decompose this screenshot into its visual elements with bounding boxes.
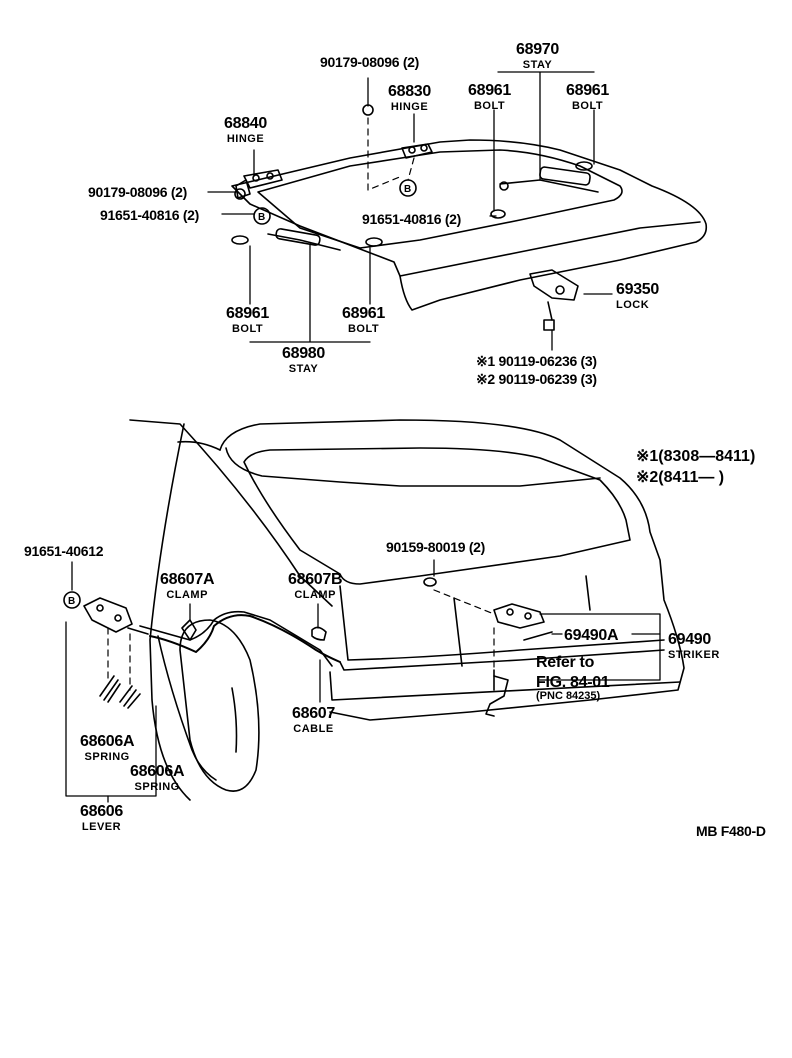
bottom-dashed <box>107 589 495 691</box>
lever-68606-part <box>83 597 149 635</box>
label-striker-69490: 69490 STRIKER <box>668 632 720 661</box>
label-bolt-91651-40816-mid: 91651-40816 (2) <box>362 211 462 227</box>
striker-part <box>423 577 553 717</box>
label-striker-69490a: 69490A <box>564 627 619 644</box>
cable-68607-number: 68607 <box>292 705 335 722</box>
circle-b-glyphs: B B <box>258 184 411 223</box>
stay-68980-number: 68980 <box>282 345 325 362</box>
back-door-panel <box>231 139 708 311</box>
label-spring-68606a-b: 68606A SPRING <box>130 763 185 793</box>
label-hinge-68830: 68830 HINGE <box>388 84 431 113</box>
spring-b-number: 68606A <box>130 763 185 780</box>
label-refer-to: Refer to <box>536 654 595 671</box>
clamp-68607b-name: CLAMP <box>294 589 336 601</box>
label-fig-ref: FIG. 84-01 <box>536 674 610 691</box>
hinge-68840-part <box>235 169 283 199</box>
label-spring-68606a-a: 68606A SPRING <box>80 733 135 763</box>
spring-b-name: SPRING <box>134 781 180 793</box>
hinge-68830-part <box>401 143 433 159</box>
bolt-68961-b-name: BOLT <box>571 100 604 112</box>
bolt-68961-d-name: BOLT <box>347 323 380 335</box>
label-bolt-68961-d: 68961 BOLT <box>342 306 385 335</box>
stay-68980-part <box>267 228 341 251</box>
clamps-part <box>181 619 327 641</box>
striker-69490-name: STRIKER <box>668 649 720 661</box>
label-bolt-68961-a: 68961 BOLT <box>468 83 511 112</box>
label-lock-69350: 69350 LOCK <box>616 282 659 311</box>
bolt-68961-a-number: 68961 <box>468 82 511 99</box>
springs-68606a-part <box>99 675 141 709</box>
hinge-68830-number: 68830 <box>388 83 431 100</box>
label-bolt-68961-c: 68961 BOLT <box>226 306 269 335</box>
hinge-68830-name: HINGE <box>390 101 429 113</box>
label-clamp-68607b: 68607B CLAMP <box>288 571 343 601</box>
cable-68607-name: CABLE <box>293 723 334 735</box>
cable-68607-part <box>149 614 341 663</box>
lever-68606-name: LEVER <box>81 821 122 833</box>
hinge-68840-number: 68840 <box>224 115 267 132</box>
bolt-68961-c-name: BOLT <box>231 323 264 335</box>
label-clamp-68607a: 68607A CLAMP <box>160 571 215 601</box>
label-screw-1: ※1 90119-06236 (3) <box>476 353 597 369</box>
legend-line-1: ※1(8308—8411) <box>636 448 756 465</box>
bottom-leaders <box>65 559 661 803</box>
label-bolt-90179-08096-top: 90179-08096 (2) <box>320 54 420 70</box>
stay-68980-name: STAY <box>288 363 319 375</box>
clamp-68607a-name: CLAMP <box>166 589 208 601</box>
label-bolt-91651-40816-left: 91651-40816 (2) <box>100 207 200 223</box>
clamp-68607b-number: 68607B <box>288 571 343 588</box>
top-dashed <box>367 117 415 191</box>
lock-69350-number: 69350 <box>616 281 659 298</box>
label-bolt-68961-b: 68961 BOLT <box>566 83 609 112</box>
svg-text:B: B <box>404 184 411 195</box>
label-stay-68970: 68970 STAY <box>516 42 559 71</box>
label-cable-68607: 68607 CABLE <box>292 706 335 735</box>
clamp-68607a-number: 68607A <box>160 571 215 588</box>
stay-68970-number: 68970 <box>516 41 559 58</box>
label-bolt-90159-80019: 90159-80019 (2) <box>386 539 486 555</box>
label-pnc-ref: (PNC 84235) <box>536 690 601 702</box>
legend-line-2: ※2(8411— ) <box>636 469 725 486</box>
footer-diagram-code: MB F480-D <box>696 823 766 839</box>
bolt-68961-b-number: 68961 <box>566 82 609 99</box>
label-bolt-90179-08096-left: 90179-08096 (2) <box>88 184 188 200</box>
top-leaders <box>207 71 613 351</box>
bolt-68961-d-number: 68961 <box>342 305 385 322</box>
label-bolt-91651-40612: 91651-40612 <box>24 543 104 559</box>
hinge-68840-name: HINGE <box>226 133 265 145</box>
label-screw-2: ※2 90119-06239 (3) <box>476 371 597 387</box>
spring-a-number: 68606A <box>80 733 135 750</box>
label-hinge-68840: 68840 HINGE <box>224 116 267 145</box>
bolt-68961-c-number: 68961 <box>226 305 269 322</box>
vehicle-body <box>129 419 685 801</box>
lock-69350-part <box>529 269 579 331</box>
lever-68606-number: 68606 <box>80 803 123 820</box>
spring-a-name: SPRING <box>84 751 130 763</box>
svg-text:B: B <box>258 212 265 223</box>
circle-b-bottom <box>63 591 81 609</box>
lock-69350-name: LOCK <box>616 299 650 311</box>
circle-b-bottom-glyph: B <box>68 596 75 607</box>
label-lever-68606: 68606 LEVER <box>80 804 123 833</box>
striker-69490-number: 69490 <box>668 631 711 648</box>
label-stay-68980: 68980 STAY <box>282 346 325 375</box>
stay-68970-name: STAY <box>522 59 553 71</box>
svg-text:B: B <box>68 596 75 607</box>
bolt-68961-a-name: BOLT <box>473 100 506 112</box>
